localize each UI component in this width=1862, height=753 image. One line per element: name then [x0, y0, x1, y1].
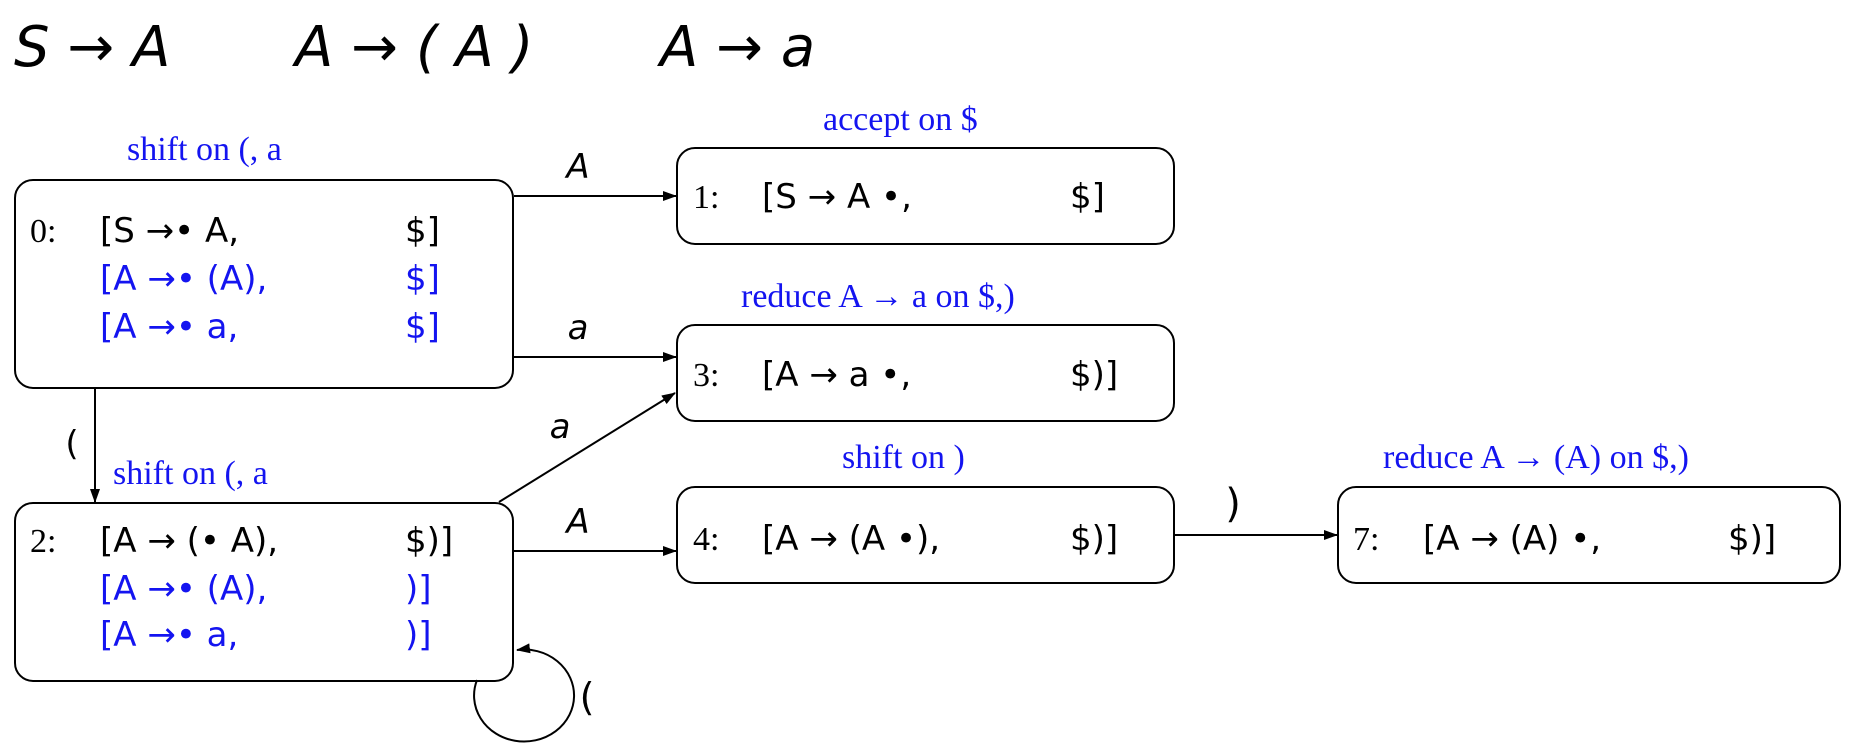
- state-3-action: reduce A → a on $,): [741, 278, 1015, 315]
- grammar-rule-3: A → a: [657, 15, 815, 80]
- state-4-item-1-lookahead: $)]: [1070, 519, 1118, 559]
- state-2-item-3-lookahead: )]: [405, 615, 432, 655]
- state-1-item-1: [S → A •,: [762, 177, 912, 217]
- state-2-item-3: [A →• a,: [100, 615, 238, 655]
- state-0-item-1: [S →• A,: [100, 211, 239, 251]
- state-1-id: 1:: [693, 179, 719, 216]
- edge-2-to-3: [498, 392, 676, 503]
- state-2-item-2: [A →• (A),: [100, 569, 267, 609]
- state-2-action: shift on (, a: [113, 455, 268, 492]
- state-4-action: shift on ): [842, 439, 965, 476]
- grammar-rule-1: S → A: [14, 15, 170, 80]
- state-7-item-1: [A → (A) •,: [1423, 519, 1601, 559]
- state-4-id: 4:: [693, 521, 719, 558]
- state-3-item-1-lookahead: $)]: [1070, 355, 1118, 395]
- state-3-id: 3:: [693, 357, 719, 394]
- state-0-item-1-lookahead: $]: [405, 211, 440, 251]
- state-2-item-1: [A → (• A),: [100, 521, 278, 561]
- state-0-item-3-lookahead: $]: [405, 307, 440, 347]
- state-0-id: 0:: [30, 213, 56, 250]
- edge-0-to-2-label: (: [65, 424, 78, 464]
- state-0-action: shift on (, a: [127, 131, 282, 168]
- state-7-item-1-lookahead: $)]: [1728, 519, 1776, 559]
- state-3-box: [676, 324, 1175, 422]
- edge-2-self-loop-label: (: [580, 675, 595, 719]
- state-1-item-1-lookahead: $]: [1070, 177, 1105, 217]
- state-7-box: [1337, 486, 1841, 584]
- state-2-id: 2:: [30, 523, 56, 560]
- state-4-box: [676, 486, 1175, 584]
- state-7-id: 7:: [1353, 521, 1379, 558]
- state-7-action: reduce A → (A) on $,): [1383, 439, 1689, 476]
- state-1-box: [676, 147, 1175, 245]
- state-2-item-1-lookahead: $)]: [405, 521, 453, 561]
- edge-2-to-4-label: A: [564, 502, 589, 542]
- state-1-action: accept on $: [823, 101, 978, 138]
- state-0-item-3: [A →• a,: [100, 307, 238, 347]
- state-0-item-2-lookahead: $]: [405, 259, 440, 299]
- state-4-item-1: [A → (A •),: [762, 519, 940, 559]
- edge-4-to-7-label: ): [1225, 481, 1241, 527]
- edge-2-self-loop: [473, 643, 576, 743]
- state-3-item-1: [A → a •,: [762, 355, 911, 395]
- state-0-box: [14, 179, 514, 389]
- edge-0-to-1-label: A: [564, 147, 589, 187]
- state-0-item-2: [A →• (A),: [100, 259, 267, 299]
- state-2-box: [14, 502, 514, 682]
- edge-2-to-3-label: a: [550, 407, 571, 447]
- grammar-rule-2: A → ( A ): [292, 15, 533, 80]
- edge-0-to-3-label: a: [568, 308, 589, 348]
- state-2-item-2-lookahead: )]: [405, 569, 432, 609]
